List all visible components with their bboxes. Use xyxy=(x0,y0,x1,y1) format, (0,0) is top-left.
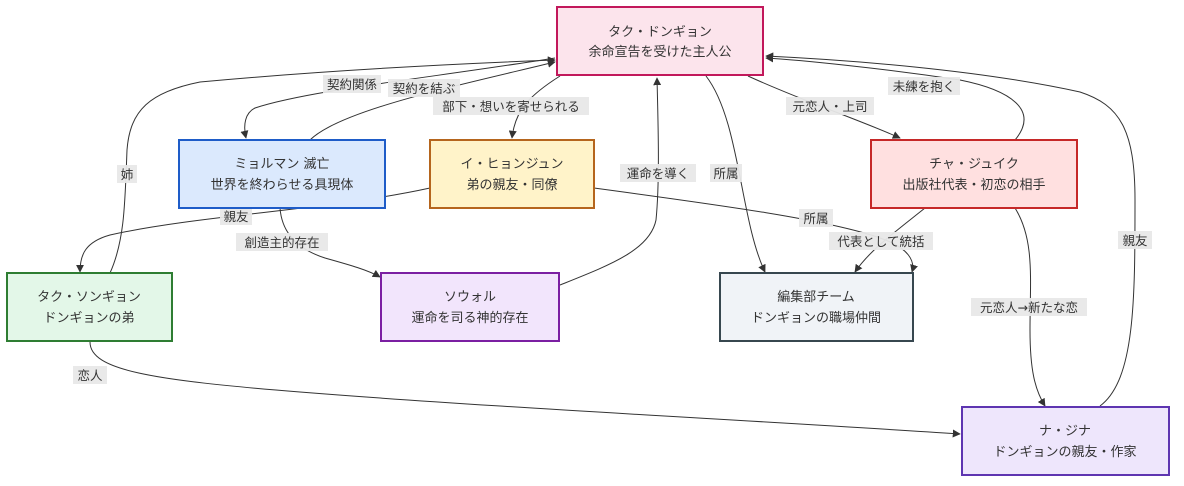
edge-label-leads-team: 代表として統括 xyxy=(829,232,933,250)
edge-label-lingering: 未練を抱く xyxy=(888,77,960,95)
edges xyxy=(76,52,1136,438)
edge-label-older-sister: 姉 xyxy=(117,165,137,183)
edge-label-text: 所属 xyxy=(713,166,738,181)
node-sowol[interactable]: ソウォル 運命を司る神的存在 xyxy=(380,272,560,342)
node-title: イ・ヒョンジュン xyxy=(460,157,563,172)
edge-label-belongs-hj: 所属 xyxy=(799,209,833,227)
edge-label-make-contract: 契約を結ぶ xyxy=(388,79,460,97)
edge-contract-relation xyxy=(309,59,556,141)
edge-label-guides-fate: 運命を導く xyxy=(620,164,696,182)
node-hyunjun[interactable]: イ・ヒョンジュン 弟の親友・同僚 xyxy=(429,139,595,209)
edge-label-best-friend-sk: 親友 xyxy=(220,207,252,225)
edge-label-subordinate: 部下・想いを寄せられる xyxy=(433,97,589,115)
edge-label-text: 親友 xyxy=(223,209,248,224)
edge-label-lover: 恋人 xyxy=(73,366,107,384)
edge-label-text: 代表として統括 xyxy=(837,234,924,249)
edge-label-text: 姉 xyxy=(121,167,134,182)
node-dongyeon[interactable]: タク・ドンギョン 余命宣告を受けた主人公 xyxy=(556,6,764,76)
node-description: 弟の親友・同僚 xyxy=(466,177,557,193)
edge-best-friend-jn xyxy=(765,52,1136,407)
node-sunkyung[interactable]: タク・ソンギョン ドンギョンの弟 xyxy=(6,272,173,342)
node-title: ナ・ジナ xyxy=(1039,424,1091,439)
node-team[interactable]: 編集部チーム ドンギョンの職場仲間 xyxy=(719,272,914,342)
edge-belongs-hj xyxy=(593,187,918,273)
edge-ex-new-love xyxy=(1014,207,1046,407)
edge-lover xyxy=(89,341,961,438)
edge-label-text: 契約関係 xyxy=(327,77,377,92)
edge-older-sister xyxy=(109,56,556,274)
edge-creator xyxy=(279,207,381,278)
edge-label-text: 恋人 xyxy=(77,368,103,383)
node-myolman[interactable]: ミョルマン 滅亡 世界を終わらせる具現体 xyxy=(178,139,386,209)
node-description: 余命宣告を受けた主人公 xyxy=(588,44,731,60)
nodes: タク・ドンギョン 余命宣告を受けた主人公 ミョルマン 滅亡 世界を終わらせる具現… xyxy=(6,6,1170,476)
node-title: ミョルマン 滅亡 xyxy=(234,157,329,172)
edge-label-contract-relation: 契約関係 xyxy=(323,75,381,93)
edge-label-text: 親友 xyxy=(1122,233,1147,248)
edge-label-text: 所属 xyxy=(803,211,828,226)
edge-label-belongs-dy: 所属 xyxy=(710,164,742,182)
edge-label-text: 契約を結ぶ xyxy=(393,81,456,96)
node-description: 出版社代表・初恋の相手 xyxy=(902,177,1045,193)
edge-label-text: 元恋人・上司 xyxy=(792,99,867,114)
edge-label-text: 創造主的存在 xyxy=(244,235,319,250)
edge-label-creator: 創造主的存在 xyxy=(236,233,328,251)
node-jina[interactable]: ナ・ジナ ドンギョンの親友・作家 xyxy=(961,406,1170,476)
edge-label-text: 元恋人→新たな恋 xyxy=(980,300,1078,315)
node-title: チャ・ジュイク xyxy=(929,157,1019,172)
node-title: ソウォル xyxy=(444,290,496,305)
node-description: ドンギョンの職場仲間 xyxy=(751,311,881,326)
edge-label-best-friend-jn: 親友 xyxy=(1118,231,1152,249)
node-title: タク・ドンギョン xyxy=(608,25,712,40)
edge-label-text: 未練を抱く xyxy=(893,79,956,94)
edge-label-ex-new-love: 元恋人→新たな恋 xyxy=(971,298,1087,316)
node-description: ドンギョンの弟 xyxy=(43,311,134,326)
edge-guides-fate xyxy=(559,77,662,286)
edge-make-contract xyxy=(240,57,556,139)
node-jaik[interactable]: チャ・ジュイク 出版社代表・初恋の相手 xyxy=(870,139,1078,209)
node-title: タク・ソンギョン xyxy=(37,290,141,305)
node-title: 編集部チーム xyxy=(777,289,855,305)
node-description: ドンギョンの親友・作家 xyxy=(993,444,1136,460)
edge-labels: 契約関係 契約を結ぶ 部下・想いを寄せられる 元恋人・上司 未練を抱く 姉 親友 xyxy=(73,75,1152,384)
node-description: 運命を司る神的存在 xyxy=(411,310,528,326)
edge-label-text: 部下・想いを寄せられる xyxy=(442,99,580,114)
edge-label-ex-lover-boss: 元恋人・上司 xyxy=(786,97,874,115)
edge-label-text: 運命を導く xyxy=(627,166,690,181)
node-description: 世界を終わらせる具現体 xyxy=(211,177,354,193)
